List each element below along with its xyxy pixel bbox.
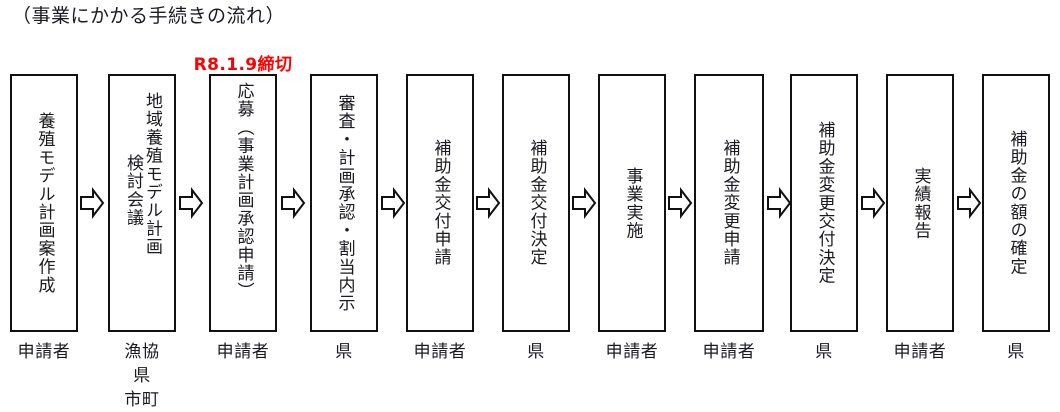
right-block-arrow-icon	[956, 187, 982, 219]
right-block-arrow-icon	[475, 187, 501, 219]
flow-step-actor-line: 県	[1007, 342, 1025, 362]
flow-step-10: 実績報告申請者	[886, 56, 954, 401]
flow-step-8: 補助金変更申請申請者	[694, 56, 764, 401]
right-block-arrow-icon	[571, 187, 597, 219]
flow-step-box: 審査・計画承認・割当内示	[310, 74, 378, 332]
right-block-arrow-icon	[860, 187, 886, 219]
flow-step-label: 養殖モデル計画案作成	[34, 112, 55, 294]
flow-step-6: 補助金交付決定県	[502, 56, 570, 401]
flow-step-label: 補助金変更交付決定	[814, 121, 835, 285]
flow-step-label: 応募（事業計画承認申請）	[233, 82, 254, 301]
flow-step-actor: 申請者	[0, 340, 92, 364]
flow-step-label: 補助金交付決定	[526, 139, 547, 267]
flow-step-actor-line: 申請者	[216, 342, 270, 362]
flow-step-3: R8.1.9締切応募（事業計画承認申請） 申請者	[194, 56, 292, 401]
right-block-arrow-icon	[380, 187, 406, 219]
flow-step-1: 養殖モデル計画案作成申請者	[10, 56, 78, 401]
flow-step-actor-line: 申請者	[702, 342, 756, 362]
flow-step-label: 実績報告	[910, 166, 931, 240]
flow-step-actor-line: 申請者	[605, 342, 659, 362]
flow-step-box: 実績報告	[886, 74, 954, 332]
flow-step-box: 補助金変更交付決定	[790, 74, 858, 332]
flow-step-actor: 漁協県市町	[94, 340, 190, 412]
right-block-arrow-icon	[280, 187, 306, 219]
flow-step-actor-line: 申請者	[893, 342, 947, 362]
flow-step-actor: 申請者	[392, 340, 488, 364]
flow-step-4: 審査・計画承認・割当内示県	[310, 56, 378, 401]
flow-step-actor: 申請者	[872, 340, 968, 364]
flow-step-actor-line: 県	[815, 342, 833, 362]
flow-step-actor-line: 漁協	[124, 342, 160, 362]
flow-step-box: 地域養殖モデル計画検討会議	[108, 74, 176, 332]
flow-step-actor-line: 申請者	[413, 342, 467, 362]
flow-step-actor-line: 県	[527, 342, 545, 362]
flow-step-box: 補助金の額の確定	[982, 74, 1050, 332]
right-block-arrow-icon	[79, 187, 105, 219]
right-block-arrow-icon	[766, 187, 792, 219]
flow-step-actor-line: 申請者	[17, 342, 71, 362]
flow-step-7: 事業実施申請者	[598, 56, 666, 401]
flow-step-actor: 県	[296, 340, 392, 364]
flow-step-actor: 申請者	[584, 340, 680, 364]
right-block-arrow-icon	[178, 187, 204, 219]
flow-step-label: 補助金交付申請	[430, 139, 451, 267]
page-title: （事業にかかる手続きの流れ）	[12, 5, 286, 27]
flow-step-box: 養殖モデル計画案作成	[10, 74, 78, 332]
flow-step-actor: 県	[968, 340, 1060, 364]
flow-step-actor: 申請者	[195, 340, 291, 364]
flow-step-2: 地域養殖モデル計画検討会議漁協県市町	[108, 56, 176, 410]
flow-step-label: 審査・計画承認・割当内示	[334, 93, 355, 313]
right-block-arrow-icon	[667, 187, 693, 219]
flow-step-actor-line: 市町	[124, 390, 160, 410]
flow-step-11: 補助金の額の確定県	[982, 56, 1050, 401]
flow-step-actor-line: 県	[335, 342, 353, 362]
flow-step-label: 事業実施	[622, 166, 643, 240]
flow-step-box: 補助金変更申請	[694, 74, 764, 332]
flow-step-actor: 県	[488, 340, 584, 364]
flow-step-box: 応募（事業計画承認申請）	[209, 74, 277, 332]
flow-step-5: 補助金交付申請申請者	[406, 56, 474, 401]
flow-step-box: 事業実施	[598, 74, 666, 332]
flow-step-box: 補助金交付申請	[406, 74, 474, 332]
flow-step-label: 補助金の額の確定	[1006, 130, 1027, 276]
flow-step-actor: 申請者	[680, 340, 778, 364]
flow-step-label: 地域養殖モデル計画	[142, 92, 162, 256]
flow-step-box: 補助金交付決定	[502, 74, 570, 332]
flow-step-label-secondary: 検討会議	[123, 154, 143, 227]
flow-step-actor: 県	[776, 340, 872, 364]
flow-step-actor-line: 県	[133, 366, 151, 386]
flow-step-label: 補助金変更申請	[719, 139, 740, 267]
deadline-note: R8.1.9締切	[193, 55, 293, 75]
flow-step-9: 補助金変更交付決定県	[790, 56, 858, 401]
